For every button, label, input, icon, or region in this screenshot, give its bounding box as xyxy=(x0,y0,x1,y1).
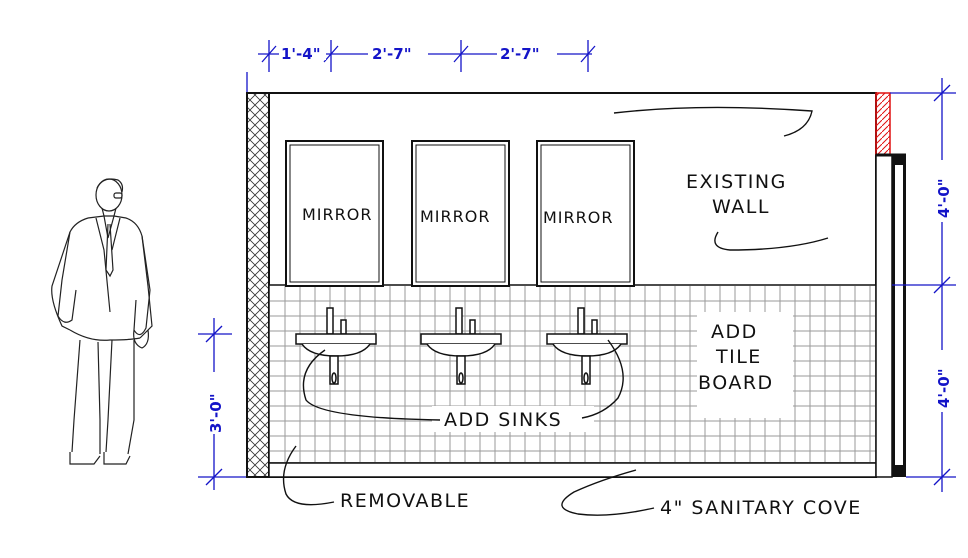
mirrors xyxy=(285,140,635,287)
sanitary-cove-label: 4" SANITARY COVE xyxy=(660,497,862,519)
removable-annotation: REMOVABLE xyxy=(282,445,470,512)
dim-left: 3'-0" xyxy=(207,393,225,433)
dim-top-1: 1'-4" xyxy=(281,45,321,63)
existing-label-line2: WALL xyxy=(712,196,770,218)
human-figure xyxy=(51,178,153,465)
mirror-label-2: MIRROR xyxy=(420,207,490,226)
tile-label-line2: TILE xyxy=(715,346,762,368)
sanitary-cove-annotation: 4" SANITARY COVE xyxy=(561,469,862,519)
mirror-label-3: MIRROR xyxy=(543,208,613,227)
add-sinks-annotation: ADD SINKS xyxy=(302,339,624,432)
sink-3 xyxy=(546,307,628,385)
mirror-3 xyxy=(536,140,635,287)
tile-label-line1: ADD xyxy=(711,321,758,343)
dim-right-lower: 4'-0" xyxy=(935,368,953,408)
right-jamb xyxy=(875,92,906,478)
mirror-label-1: MIRROR xyxy=(302,205,372,224)
right-dimension xyxy=(890,78,956,492)
sink-2 xyxy=(420,307,502,385)
sink-1 xyxy=(295,307,377,385)
left-wall-section xyxy=(246,92,270,478)
existing-label-line1: EXISTING xyxy=(686,171,787,193)
mirror-2 xyxy=(411,140,510,287)
dim-top-3: 2'-7" xyxy=(500,45,540,63)
dim-top-2: 2'-7" xyxy=(372,45,412,63)
removable-label: REMOVABLE xyxy=(340,490,470,512)
sanitary-cove-base xyxy=(268,462,877,478)
tile-label-line3: BOARD xyxy=(698,372,774,394)
add-sinks-label: ADD SINKS xyxy=(444,409,562,431)
existing-wall-annotation: EXISTING WALL xyxy=(613,106,829,251)
red-hatched-section xyxy=(875,92,891,156)
dim-right-upper: 4'-0" xyxy=(935,178,953,218)
mirror-1 xyxy=(285,140,384,287)
sinks xyxy=(295,307,628,385)
tile-board-annotation: ADD TILE BOARD xyxy=(697,312,793,418)
